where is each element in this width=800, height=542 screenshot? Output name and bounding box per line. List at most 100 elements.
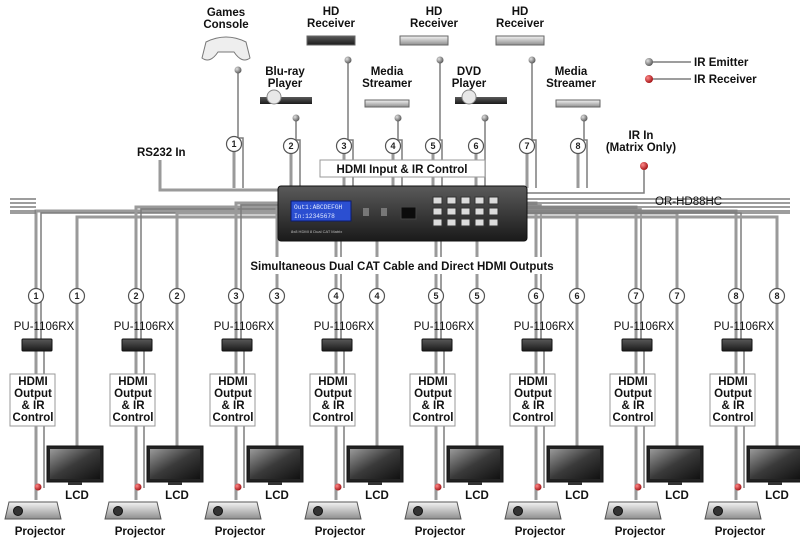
ir-emitter-cable	[583, 118, 588, 188]
source-label: Player	[268, 78, 303, 90]
output-info-text: HDMI	[218, 376, 247, 388]
matrix-key	[488, 196, 499, 205]
cat-port-number: 3	[233, 291, 238, 301]
lcd-stand-icon	[468, 482, 482, 485]
source-port-circle	[384, 137, 402, 155]
ir-emitter-icon	[481, 114, 489, 122]
ir-emitter-icon	[292, 114, 300, 122]
source-label: Streamer	[546, 78, 596, 90]
matrix-key	[488, 218, 499, 227]
cat-port-number: 1	[33, 291, 38, 301]
lcd-screen	[650, 449, 700, 479]
source-port-circle	[282, 137, 300, 155]
lcd-stand-icon	[68, 482, 82, 485]
ir-emitter-icon	[436, 56, 444, 64]
output-info-box	[109, 373, 156, 427]
source-port-number: 3	[341, 141, 346, 151]
output-info-text: Output	[514, 388, 552, 400]
output-info-text: & IR	[122, 400, 146, 412]
receiver-box-icon	[21, 338, 53, 352]
receiver-model-label: PU-1106RX	[514, 321, 575, 333]
receiver-model-label: PU-1106RX	[114, 321, 175, 333]
cat-port-circle	[727, 287, 745, 305]
projector-label: Projector	[315, 526, 366, 538]
receiver-model-label: PU-1106RX	[14, 321, 75, 333]
hdmi-port-number: 4	[374, 291, 379, 301]
input-banner-box	[319, 159, 486, 178]
cat-port-circle	[427, 287, 445, 305]
cat-port-circle	[327, 287, 345, 305]
ir-receiver-icon	[434, 483, 442, 491]
lcd-label: LCD	[365, 490, 389, 502]
source-port-circle	[467, 137, 485, 155]
hdmi-port-number: 3	[274, 291, 279, 301]
source-port-circle	[225, 135, 243, 153]
output-info-text: Control	[13, 412, 54, 424]
cat-port-number: 5	[433, 291, 438, 301]
cable-layer	[10, 60, 790, 500]
output-info-text: Output	[714, 388, 752, 400]
lcd-screen	[550, 449, 600, 479]
lcd-screen	[350, 449, 400, 479]
hdmi-cable	[527, 215, 779, 448]
source-port-number: 5	[430, 141, 435, 151]
ir-emitter-cable	[295, 118, 301, 188]
ir-emitter-icon	[580, 114, 588, 122]
matrix-ir-receiver-icon	[640, 162, 648, 170]
ir-receiver-icon	[534, 483, 542, 491]
cat-port-circle	[627, 287, 645, 305]
projector-lens-icon	[613, 506, 623, 516]
output-info-text: & IR	[722, 400, 746, 412]
matrix-key	[446, 218, 457, 227]
lcd-stand-icon	[668, 482, 682, 485]
source-port-circle	[424, 137, 442, 155]
output-info-box	[309, 373, 356, 427]
ir-receiver-icon	[34, 483, 42, 491]
matrix-key	[432, 196, 443, 205]
matrix-lcd-line-2: In:12345678	[294, 213, 335, 220]
projector-label: Projector	[15, 526, 66, 538]
matrix-key	[432, 218, 443, 227]
output-info-text: Control	[513, 412, 554, 424]
matrix-ir-window	[400, 206, 417, 220]
cat-port-circle	[527, 287, 545, 305]
matrix-key	[474, 207, 485, 216]
output-info-text: Output	[314, 388, 352, 400]
disc-icon	[266, 89, 282, 105]
projector-label: Projector	[115, 526, 166, 538]
hdmi-port-number: 5	[474, 291, 479, 301]
receiver-model-label: PU-1106RX	[214, 321, 275, 333]
matrix-lcd-line-1: Out1:ABCDEFGH	[294, 204, 343, 211]
source-port-circle	[335, 137, 353, 155]
projector-lens-icon	[13, 506, 23, 516]
cat-port-number: 6	[533, 291, 538, 301]
lcd-screen	[50, 449, 100, 479]
matrix-key	[432, 207, 443, 216]
receiver-icon	[306, 35, 356, 46]
lcd-screen	[250, 449, 300, 479]
output-info-text: Output	[14, 388, 52, 400]
receiver-box-icon	[521, 338, 553, 352]
source-label: Games	[207, 7, 245, 19]
receiver-box-icon	[121, 338, 153, 352]
output-info-text: Output	[214, 388, 252, 400]
output-info-box	[409, 373, 456, 427]
lcd-stand-icon	[768, 482, 782, 485]
cat-port-number: 4	[333, 291, 338, 301]
ir-receiver-icon	[334, 483, 342, 491]
cat-port-circle	[127, 287, 145, 305]
rs232-label: RS232 In	[137, 147, 186, 159]
receiver-model-label: PU-1106RX	[714, 321, 775, 333]
matrix-key	[474, 218, 485, 227]
streamer-icon	[364, 99, 410, 108]
output-info-box	[9, 373, 56, 427]
source-label: HD	[323, 6, 340, 18]
matrix-key	[446, 196, 457, 205]
projector-label: Projector	[615, 526, 666, 538]
lcd-label: LCD	[65, 490, 89, 502]
matrix-keypad	[432, 196, 499, 227]
matrix-lcd-display	[290, 200, 352, 222]
cat-port-circle	[227, 287, 245, 305]
hdmi-port-circle	[68, 287, 86, 305]
output-info-text: Output	[614, 388, 652, 400]
